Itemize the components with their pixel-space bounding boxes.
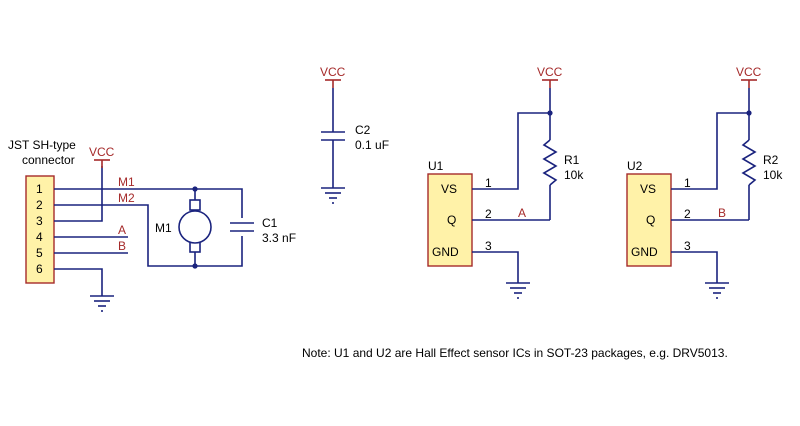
u1-gnd-wire (472, 251, 519, 283)
connector-body (25, 175, 55, 284)
u1-pin3-number: 3 (485, 239, 492, 253)
net-label-a-connector: A (118, 223, 126, 237)
junction-u2-vcc (746, 110, 752, 116)
vcc-label-u2: VCC (736, 65, 762, 79)
motor-m1: M1 (155, 186, 212, 269)
ground-symbol-u2 (705, 282, 729, 299)
u2-pin-vs-label: VS (640, 182, 656, 196)
c1-value-label: 3.3 nF (262, 231, 296, 245)
vcc-label-c2: VCC (320, 65, 346, 79)
connector-pin-2-label: 2 (36, 198, 43, 212)
connector-title-line2: connector (22, 153, 75, 167)
motor-ref-label: M1 (155, 221, 172, 235)
connector-pin-5-label: 5 (36, 246, 43, 260)
junction-u1-vcc (547, 110, 553, 116)
u1-pin1-number: 1 (485, 176, 492, 190)
net-label-b-connector: B (118, 239, 126, 253)
u1-pin-gnd-label: GND (432, 245, 459, 259)
r2-symbol (741, 139, 757, 186)
connector-wires (54, 166, 243, 296)
net-label-m1: M1 (118, 175, 135, 189)
r2-value-label: 10k (763, 168, 783, 182)
u1-pin-q-label: Q (447, 213, 456, 227)
u2-gnd-wire (671, 251, 718, 283)
connector-pin-6-label: 6 (36, 262, 43, 276)
wire-pin1-m1 (54, 188, 243, 218)
r2-ref-label: R2 (763, 153, 779, 167)
vcc-label-u1: VCC (537, 65, 563, 79)
r1-ref-label: R1 (564, 153, 580, 167)
u1-pin2-number: 2 (485, 207, 492, 221)
net-label-a-u1: A (518, 206, 526, 220)
u2-ref-label: U2 (627, 159, 643, 173)
connector-pin-3-label: 3 (36, 214, 43, 228)
u2-pin2-number: 2 (684, 207, 691, 221)
u2-vs-wire (671, 112, 749, 190)
connector-title-line1: JST SH-type (8, 138, 76, 152)
ground-symbol-c2 (321, 187, 345, 204)
jst-connector: JST SH-type connector 1 2 3 4 5 6 (8, 138, 76, 284)
connector-pin-1-label: 1 (36, 182, 43, 196)
motor-brush-top (189, 199, 201, 211)
u1-ref-label: U1 (428, 159, 444, 173)
u2-pin-q-label: Q (646, 213, 655, 227)
capacitor-c2: VCC C2 0.1 uF (320, 65, 389, 204)
hall-sensor-u2: U2 VS Q GND 1 2 3 VCC R2 10k B (626, 65, 783, 299)
u2-pin1-number: 1 (684, 176, 691, 190)
wire-pin6-gnd (54, 268, 103, 296)
r1-value-label: 10k (564, 168, 584, 182)
c2-value-label: 0.1 uF (355, 138, 389, 152)
junction-motor-top (192, 186, 198, 192)
u1-vs-wire (472, 112, 550, 190)
hall-sensor-u1: U1 VS Q GND 1 2 3 VCC R1 10k A (427, 65, 584, 299)
net-label-m2: M2 (118, 191, 135, 205)
vcc-symbol-connector: VCC (89, 145, 115, 168)
wire-pin2-m2 (54, 204, 243, 267)
connector-pin-4-label: 4 (36, 230, 43, 244)
vcc-label-connector: VCC (89, 145, 115, 159)
capacitor-c1: C1 3.3 nF (230, 216, 296, 245)
footnote: Note: U1 and U2 are Hall Effect sensor I… (302, 346, 728, 360)
motor-symbol (178, 210, 212, 244)
wire-pin3-vcc (54, 166, 103, 222)
ground-symbol-u1 (506, 282, 530, 299)
net-label-b-u2: B (718, 206, 726, 220)
r1-symbol (542, 139, 558, 186)
u1-pin-vs-label: VS (441, 182, 457, 196)
junction-motor-bottom (192, 263, 198, 269)
ground-symbol-connector (90, 295, 114, 312)
u2-pin3-number: 3 (684, 239, 691, 253)
c1-ref-label: C1 (262, 216, 278, 230)
c2-ref-label: C2 (355, 123, 371, 137)
u2-pin-gnd-label: GND (631, 245, 658, 259)
